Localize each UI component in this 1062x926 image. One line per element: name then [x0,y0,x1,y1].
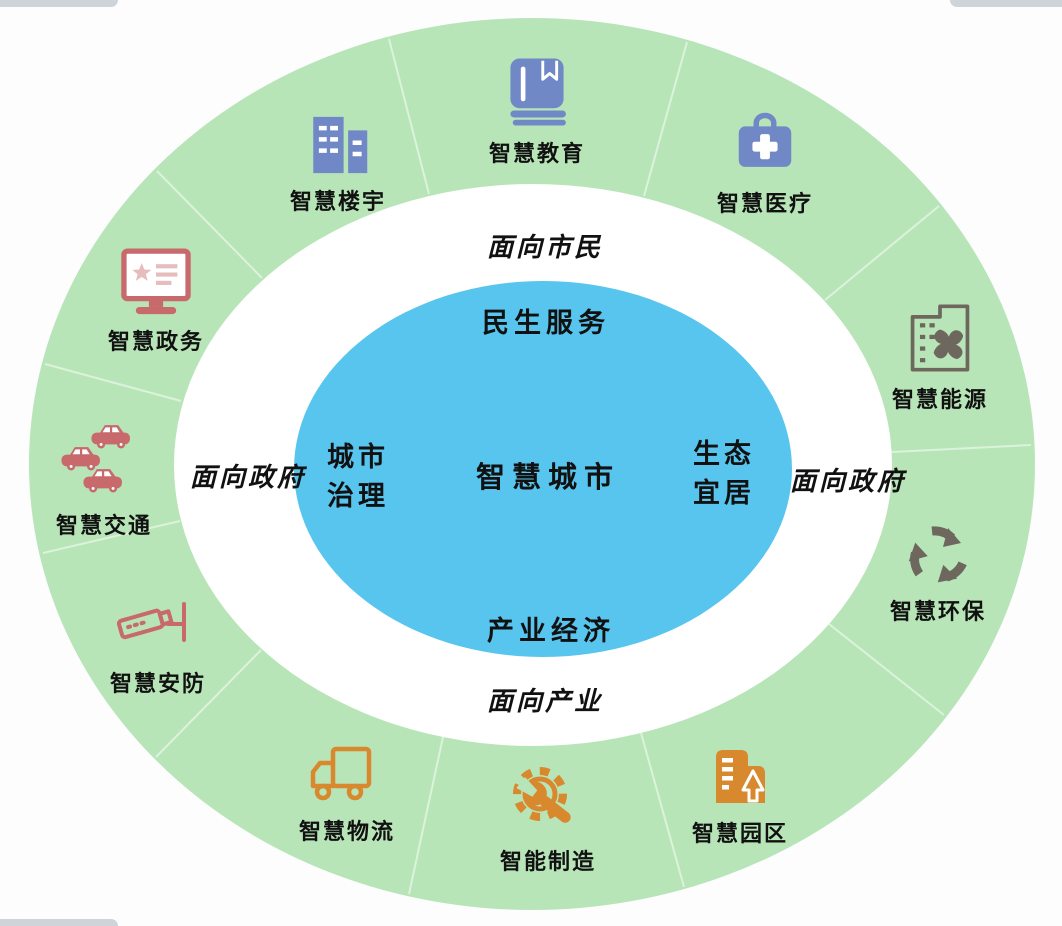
quadrant-right-label: 生态宜居 [693,439,755,510]
item-label: 智慧物流 [298,820,395,845]
outer-item-environment: 智慧环保 [848,520,1028,626]
item-label: 智慧园区 [691,822,788,847]
book-icon [510,58,566,126]
quadrant-top-label: 民生服务 [482,308,610,339]
item-label: 智慧安防 [109,672,206,697]
first-aid-kit-icon [738,112,792,167]
quadrant-bottom-label: 产业经济 [487,616,615,647]
item-label: 智慧能源 [891,388,988,413]
outer-item-security: 智慧安防 [68,590,248,698]
item-label: 智慧政务 [107,330,204,355]
core-title: 智慧城市 [475,460,621,494]
outer-item-manufacturing: 智能制造 [458,758,638,876]
item-label: 智能制造 [499,850,596,875]
ring-top-label: 面向市民 [486,233,604,263]
item-label: 智慧环保 [889,600,986,625]
item-label: 智慧楼宇 [289,190,386,215]
outer-item-building: 智慧楼宇 [248,112,428,216]
ring-left-label: 面向政府 [189,463,307,493]
item-label: 智慧医疗 [716,192,813,217]
outer-item-traffic: 智慧交通 [14,420,194,540]
ring-right-label: 面向政府 [789,467,907,497]
outer-item-medical: 智慧医疗 [675,110,855,218]
item-label: 智慧交通 [55,514,152,539]
quadrant-left-label: 城市治理 [327,442,389,513]
page-corner-artifact [0,919,118,926]
buildings-icon [313,116,368,174]
outer-item-energy: 智慧能源 [850,300,1030,414]
outer-item-logistics: 智慧物流 [257,742,437,846]
gear-wrench-icon [513,767,571,823]
factory-fan-icon [910,304,970,372]
page-corner-artifact [0,0,118,7]
outer-item-education: 智慧教育 [447,54,627,168]
building-tree-icon [716,750,765,803]
cctv-camera-icon [116,602,186,642]
monitor-icon [121,248,191,315]
ring-bottom-label: 面向产业 [486,687,604,717]
item-label: 智慧教育 [488,142,585,167]
outer-item-government: 智慧政务 [66,246,246,356]
cars-icon [61,425,130,493]
recycle-icon [908,526,967,583]
core-blue-ellipse [294,281,792,657]
outer-item-park: 智慧园区 [650,744,830,848]
truck-icon [310,746,372,801]
sector-divider-lines [42,38,1032,895]
page-corner-artifact [950,0,1062,7]
